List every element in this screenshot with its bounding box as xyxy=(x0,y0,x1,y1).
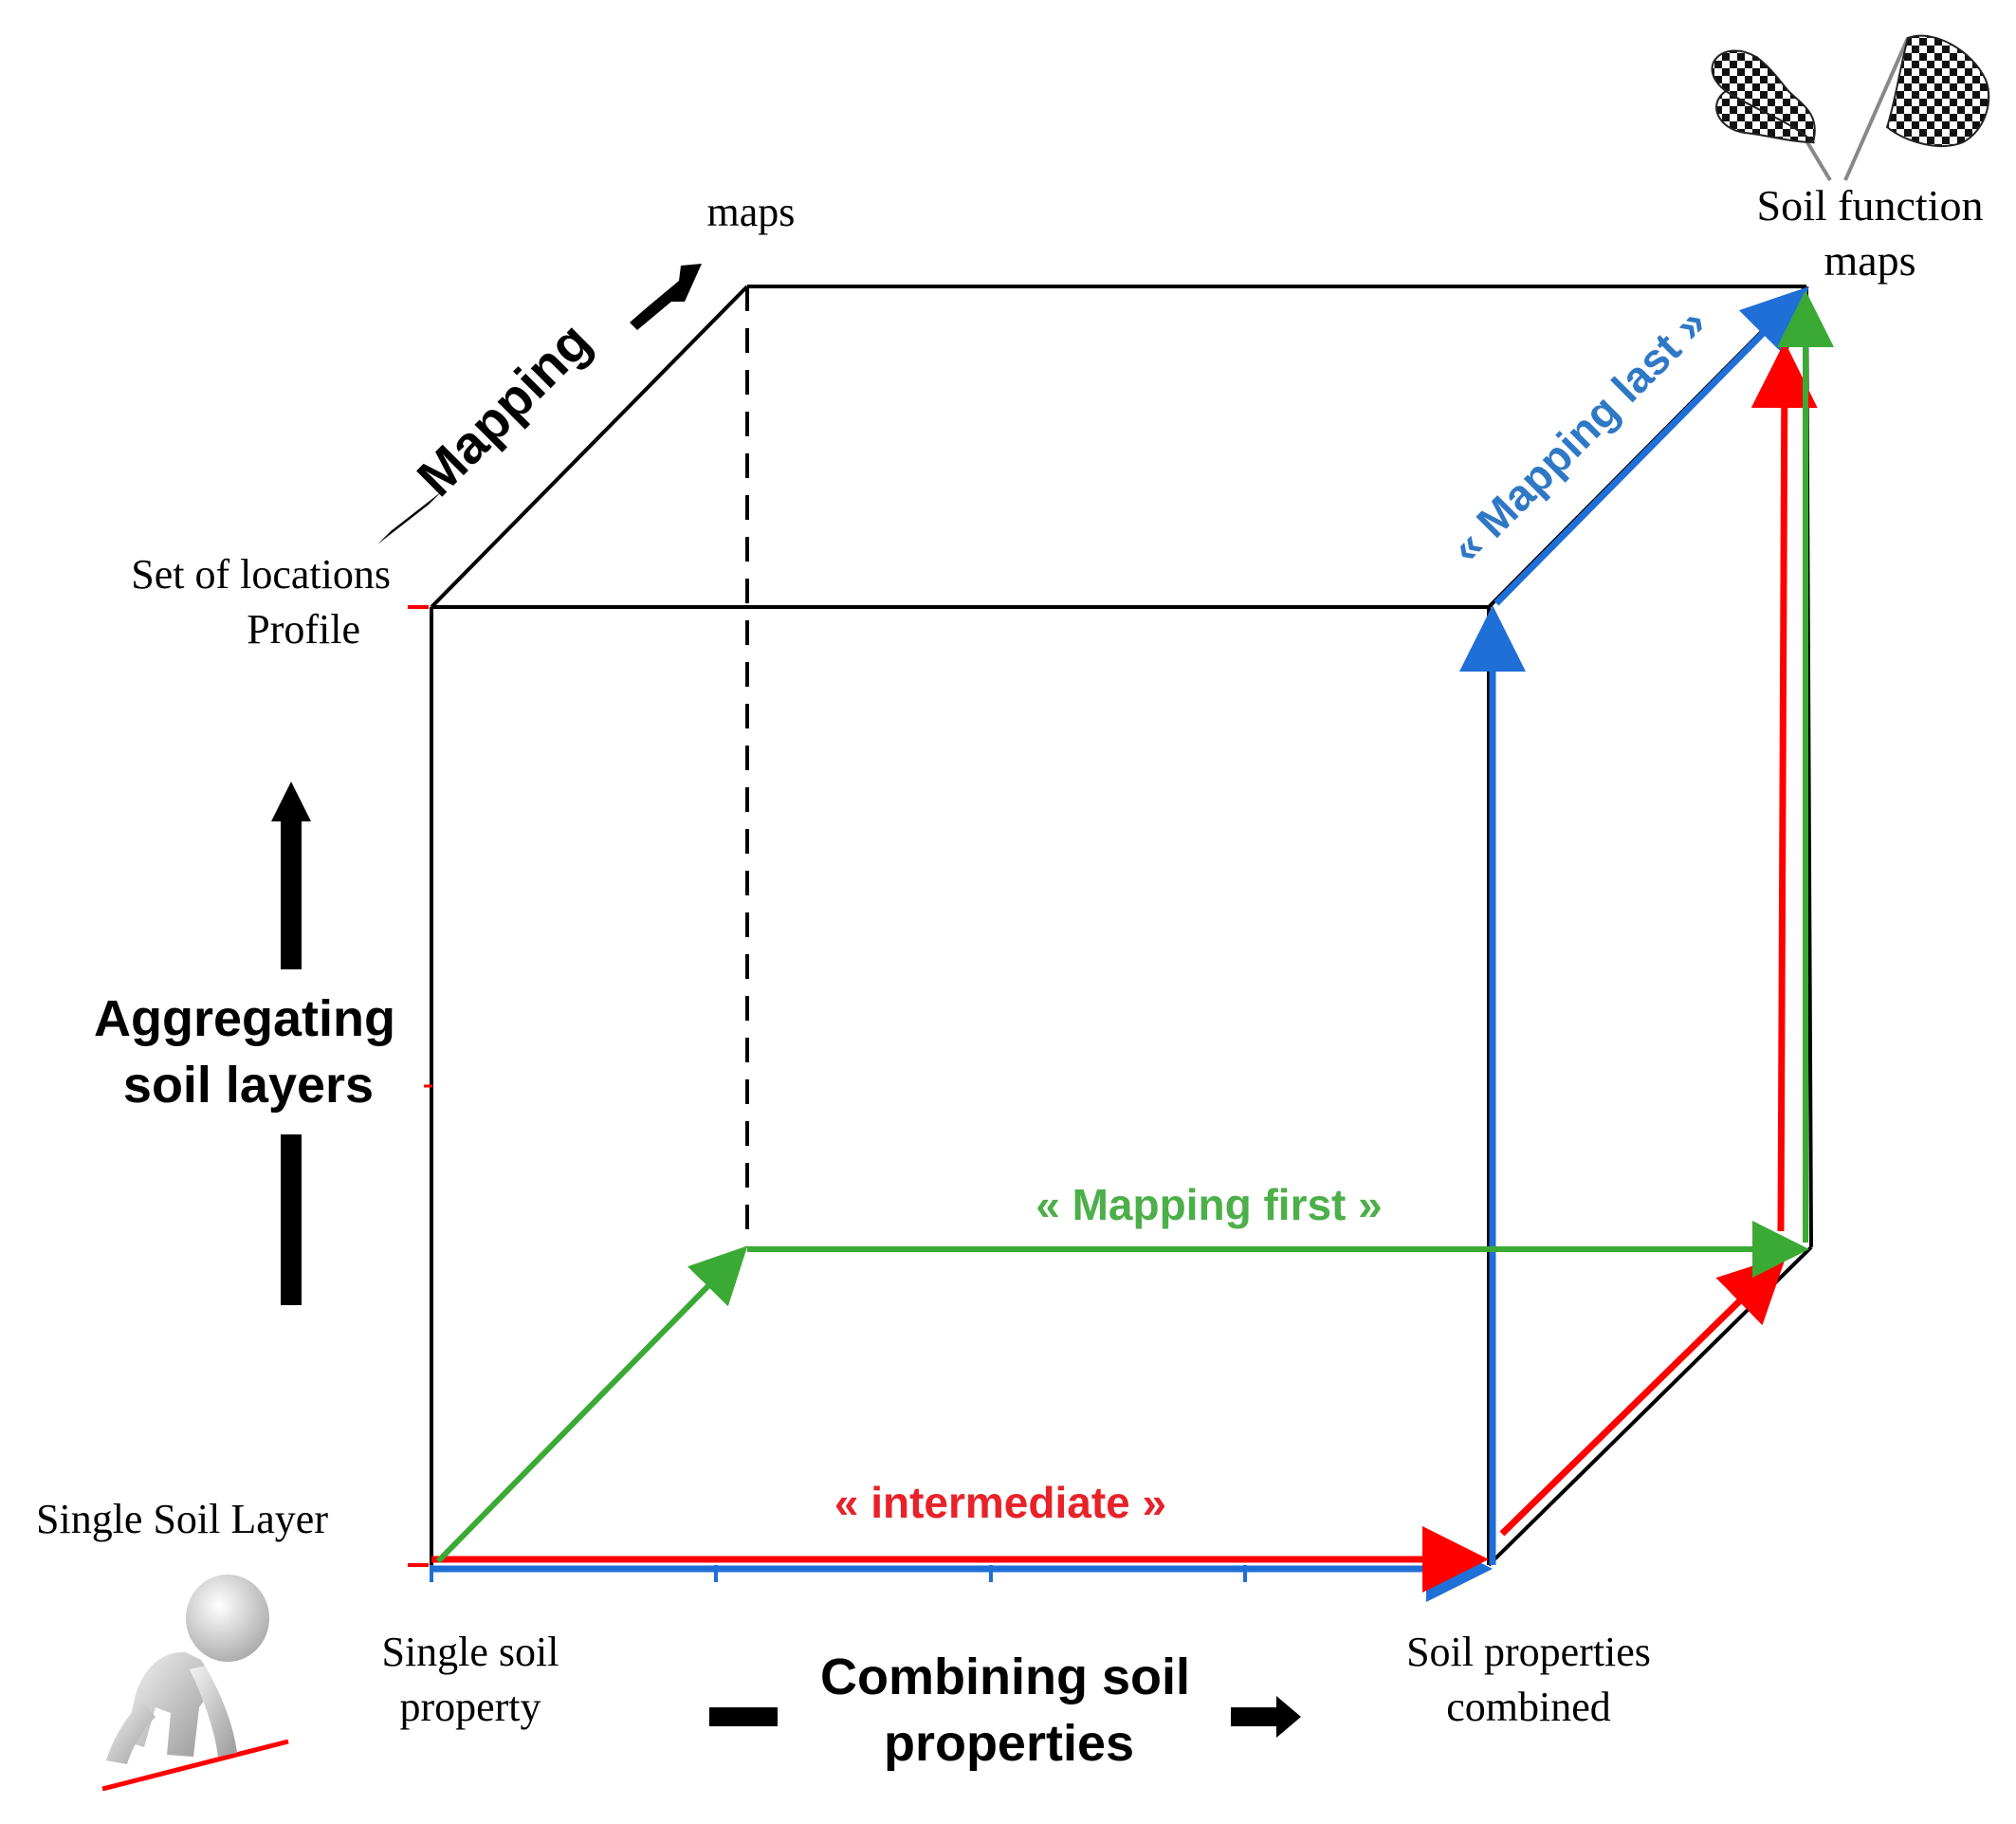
runner-start-icon xyxy=(101,1575,289,1792)
maps-top-label: maps xyxy=(707,189,796,235)
soil-props-combined-line2: combined xyxy=(1446,1684,1611,1730)
single-soil-property-line1: Single soil xyxy=(381,1629,559,1675)
aggregating-axis-arrow xyxy=(271,782,311,1305)
combining-label-line2: properties xyxy=(884,1715,1134,1772)
aggregating-axis-upper-shaft xyxy=(281,818,302,969)
cube-edges xyxy=(430,285,1813,1567)
mapping-axis-label: Mapping xyxy=(406,311,602,507)
runner-leg xyxy=(106,1702,156,1764)
runner-head xyxy=(186,1575,269,1662)
mapping-first-diagonal-arrow xyxy=(435,1245,748,1564)
intermediate-diagonal-arrow xyxy=(1499,1255,1787,1537)
intermediate-path xyxy=(431,341,1818,1593)
mapping-first-path xyxy=(435,290,1834,1564)
combining-axis-shaft xyxy=(1231,1707,1278,1726)
single-soil-layer-label: Single Soil Layer xyxy=(36,1496,328,1542)
aggregating-label-line2: soil layers xyxy=(123,1057,374,1114)
flag-left-tail xyxy=(1715,89,1816,144)
mapping-axis-arrow xyxy=(377,264,702,544)
aggregating-axis-lower-shaft xyxy=(281,1134,302,1305)
soil-function-label-line1: Soil function xyxy=(1757,181,1984,230)
mapping-last-diagonal-arrow xyxy=(1494,286,1809,606)
mapping-last-label: « Mapping last » xyxy=(1441,298,1716,573)
profile-label: Profile xyxy=(247,606,360,653)
cube-top-left-diagonal xyxy=(430,285,749,609)
soil-props-combined-line1: Soil properties xyxy=(1406,1629,1651,1675)
combining-axis-arrow xyxy=(709,1696,1301,1738)
flag-pole-right xyxy=(1843,37,1910,181)
aggregating-axis-arrowhead xyxy=(271,782,311,821)
axis-ticks xyxy=(408,605,1247,1582)
checkered-flags-icon xyxy=(1711,34,1990,182)
combining-axis-dash xyxy=(709,1707,778,1726)
mapping-axis-arrowhead xyxy=(630,264,702,330)
cube-bottom-right-diagonal xyxy=(1487,1245,1813,1567)
mapping-axis-dash-1 xyxy=(377,491,442,544)
aggregating-label-line1: Aggregating xyxy=(94,990,395,1047)
combining-axis-arrowhead xyxy=(1276,1696,1301,1738)
flag-right xyxy=(1885,34,1990,147)
mapping-first-label: « Mapping first » xyxy=(1035,1180,1382,1229)
single-soil-property-line2: property xyxy=(399,1684,541,1730)
runner-arm xyxy=(190,1666,237,1757)
soil-function-label-line2: maps xyxy=(1824,236,1915,285)
combining-label-line1: Combining soil xyxy=(820,1649,1190,1705)
set-of-locations-label: Set of locations xyxy=(131,551,391,598)
intermediate-vertical-arrow xyxy=(1750,341,1818,1232)
labels: maps Soil function maps Mapping Set of l… xyxy=(36,181,1983,1772)
mapping-last-path xyxy=(431,286,1809,1602)
start-line xyxy=(101,1739,289,1792)
intermediate-label: « intermediate » xyxy=(834,1478,1166,1527)
runner-body xyxy=(125,1651,210,1757)
